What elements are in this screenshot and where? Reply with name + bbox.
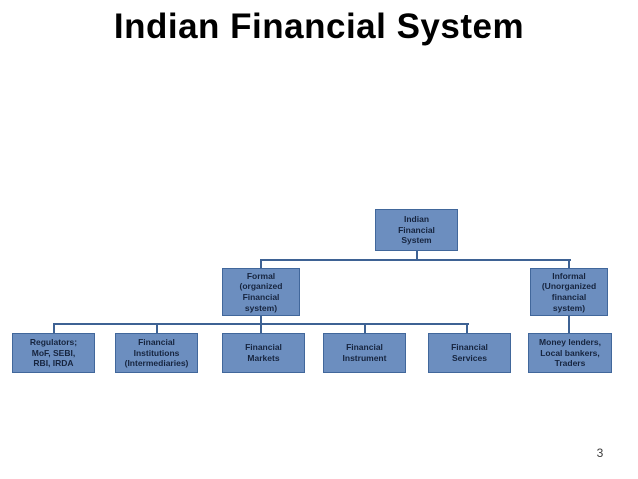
connector-drop-informal [568, 259, 570, 268]
connector-level2-horizontal [53, 323, 469, 325]
connector-drop-institutions [156, 323, 158, 333]
page-number: 3 [596, 446, 604, 460]
node-money-lenders: Money lenders, Local bankers, Traders [528, 333, 612, 373]
connector-drop-instrument [364, 323, 366, 333]
node-informal-system: Informal (Unorganized financial system) [530, 268, 608, 316]
node-financial-markets: Financial Markets [222, 333, 305, 373]
node-financial-instrument: Financial Instrument [323, 333, 406, 373]
node-financial-institutions: Financial Institutions (Intermediaries) [115, 333, 198, 373]
node-indian-financial-system: Indian Financial System [375, 209, 458, 251]
connector-informal-stem [568, 316, 570, 333]
connector-root-stem [416, 251, 418, 261]
connector-drop-regulators [53, 323, 55, 333]
connector-drop-formal [260, 259, 262, 268]
node-formal-system: Formal (organized Financial system) [222, 268, 300, 316]
slide-title: Indian Financial System [113, 7, 525, 46]
node-financial-services: Financial Services [428, 333, 511, 373]
connector-drop-services [466, 323, 468, 333]
connector-level1-horizontal [261, 259, 571, 261]
node-regulators: Regulators; MoF, SEBI, RBI, IRDA [12, 333, 95, 373]
